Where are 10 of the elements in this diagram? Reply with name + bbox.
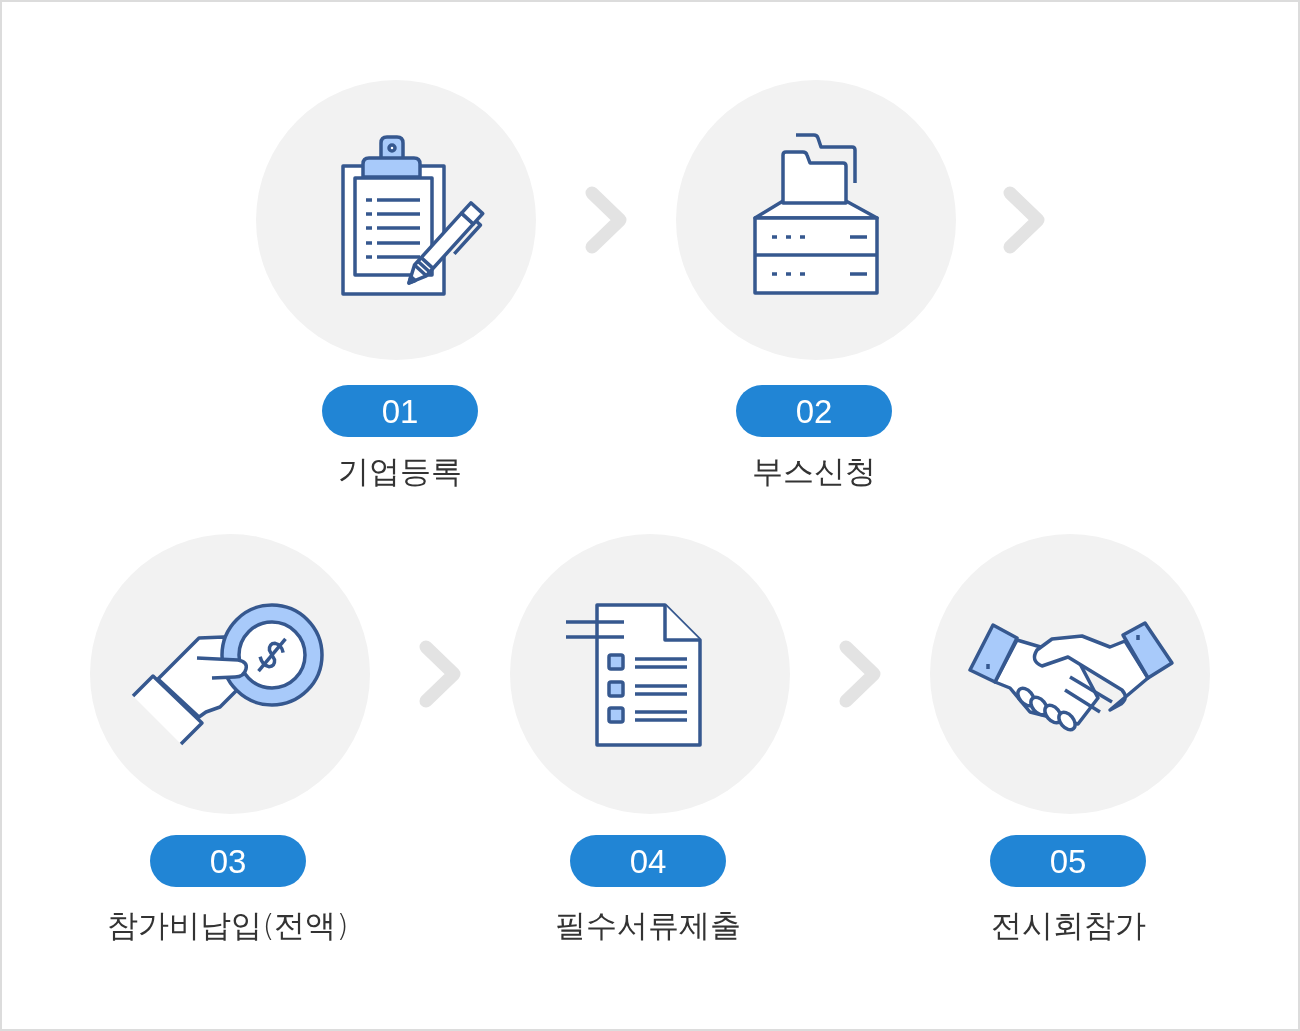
step-number: 05 [1049,844,1087,878]
step-label: 부스신청 [752,454,876,490]
step-number: 01 [381,394,419,428]
step-label: 필수서류제출 [555,908,741,944]
step-label: 기업등록 [338,454,462,490]
step-label: 참가비납입(전액) [107,908,349,944]
step-number: 02 [795,394,833,428]
step-label: 전시회참가 [990,908,1146,944]
step-number: 03 [209,844,247,878]
step-number: 04 [629,844,667,878]
